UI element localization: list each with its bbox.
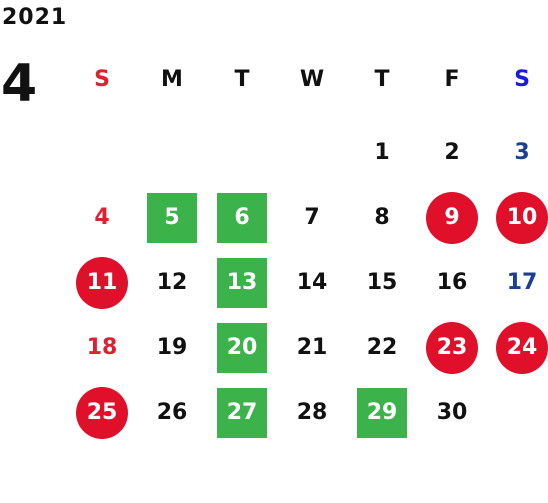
calendar-cell bbox=[207, 120, 277, 185]
calendar-day[interactable]: 3 bbox=[514, 140, 530, 165]
year-label: 2021 bbox=[2, 5, 68, 30]
weekday-header: S M T W T F S bbox=[67, 60, 548, 100]
calendar-cell bbox=[277, 120, 347, 185]
calendar-cell: 2 bbox=[417, 120, 487, 185]
calendar-cell: 8 bbox=[347, 185, 417, 250]
weekday-saturday: S bbox=[514, 67, 530, 92]
holiday-day[interactable]: 10 bbox=[496, 191, 548, 244]
calendar-cell: 23 bbox=[417, 315, 487, 380]
calendar-day[interactable]: 2 bbox=[444, 140, 460, 165]
calendar-cell: 26 bbox=[137, 380, 207, 445]
calendar-cell: 28 bbox=[277, 380, 347, 445]
calendar-day[interactable]: 1 bbox=[374, 140, 390, 165]
calendar-day[interactable]: 19 bbox=[156, 335, 188, 360]
calendar-cell bbox=[67, 120, 137, 185]
weekday-thursday: T bbox=[374, 67, 390, 92]
calendar-cell bbox=[137, 120, 207, 185]
calendar-week: 1 2 3 bbox=[67, 120, 548, 185]
calendar-day[interactable]: 22 bbox=[366, 335, 398, 360]
calendar-day[interactable]: 16 bbox=[436, 270, 468, 295]
highlighted-day[interactable]: 27 bbox=[217, 387, 267, 438]
calendar-day[interactable]: 21 bbox=[296, 335, 328, 360]
holiday-day[interactable]: 24 bbox=[496, 321, 548, 374]
calendar-week: 18 19 20 21 22 23 24 bbox=[67, 315, 548, 380]
calendar-cell: 13 bbox=[207, 250, 277, 315]
calendar-day[interactable]: 18 bbox=[86, 335, 118, 360]
calendar-cell: 4 bbox=[67, 185, 137, 250]
month-label: 4 bbox=[1, 54, 38, 114]
calendar-day[interactable]: 17 bbox=[506, 270, 538, 295]
calendar-cell: 3 bbox=[487, 120, 548, 185]
calendar-cell: 29 bbox=[347, 380, 417, 445]
calendar-day[interactable]: 7 bbox=[304, 205, 320, 230]
calendar-cell bbox=[487, 380, 548, 445]
calendar-cell: 30 bbox=[417, 380, 487, 445]
calendar-cell: 15 bbox=[347, 250, 417, 315]
highlighted-day[interactable]: 5 bbox=[147, 192, 197, 243]
calendar-cell: 25 bbox=[67, 380, 137, 445]
holiday-day[interactable]: 11 bbox=[76, 256, 128, 309]
calendar-cell: 6 bbox=[207, 185, 277, 250]
calendar-day[interactable]: 12 bbox=[156, 270, 188, 295]
calendar-cell: 24 bbox=[487, 315, 548, 380]
calendar-cell: 7 bbox=[277, 185, 347, 250]
weekday-wednesday: W bbox=[299, 67, 325, 92]
weekday-monday: M bbox=[161, 67, 183, 92]
highlighted-day[interactable]: 13 bbox=[217, 257, 267, 308]
highlighted-day[interactable]: 6 bbox=[217, 192, 267, 243]
calendar-day[interactable]: 26 bbox=[156, 400, 188, 425]
calendar-cell: 16 bbox=[417, 250, 487, 315]
calendar-cell: 9 bbox=[417, 185, 487, 250]
calendar-cell: 19 bbox=[137, 315, 207, 380]
calendar-day[interactable]: 14 bbox=[296, 270, 328, 295]
calendar-day[interactable]: 4 bbox=[94, 205, 110, 230]
calendar-cell: 17 bbox=[487, 250, 548, 315]
calendar-cell: 27 bbox=[207, 380, 277, 445]
calendar-cell: 20 bbox=[207, 315, 277, 380]
calendar-cell: 21 bbox=[277, 315, 347, 380]
calendar-cell: 10 bbox=[487, 185, 548, 250]
calendar-week: 11 12 13 14 15 16 17 bbox=[67, 250, 548, 315]
holiday-day[interactable]: 9 bbox=[426, 191, 478, 244]
holiday-day[interactable]: 25 bbox=[76, 386, 128, 439]
calendar-day[interactable]: 28 bbox=[296, 400, 328, 425]
calendar-cell: 5 bbox=[137, 185, 207, 250]
calendar-cell: 11 bbox=[67, 250, 137, 315]
calendar-cell: 22 bbox=[347, 315, 417, 380]
holiday-day[interactable]: 23 bbox=[426, 321, 478, 374]
calendar-cell: 1 bbox=[347, 120, 417, 185]
highlighted-day[interactable]: 20 bbox=[217, 322, 267, 373]
calendar-cell: 14 bbox=[277, 250, 347, 315]
calendar-day[interactable]: 30 bbox=[436, 400, 468, 425]
weekday-sunday: S bbox=[94, 67, 110, 92]
highlighted-day[interactable]: 29 bbox=[357, 387, 407, 438]
calendar-cell: 18 bbox=[67, 315, 137, 380]
weekday-friday: F bbox=[444, 67, 460, 92]
weekday-tuesday: T bbox=[234, 67, 250, 92]
calendar-cell: 12 bbox=[137, 250, 207, 315]
calendar-day[interactable]: 8 bbox=[374, 205, 390, 230]
calendar-day[interactable]: 15 bbox=[366, 270, 398, 295]
calendar-week: 25 26 27 28 29 30 bbox=[67, 380, 548, 445]
